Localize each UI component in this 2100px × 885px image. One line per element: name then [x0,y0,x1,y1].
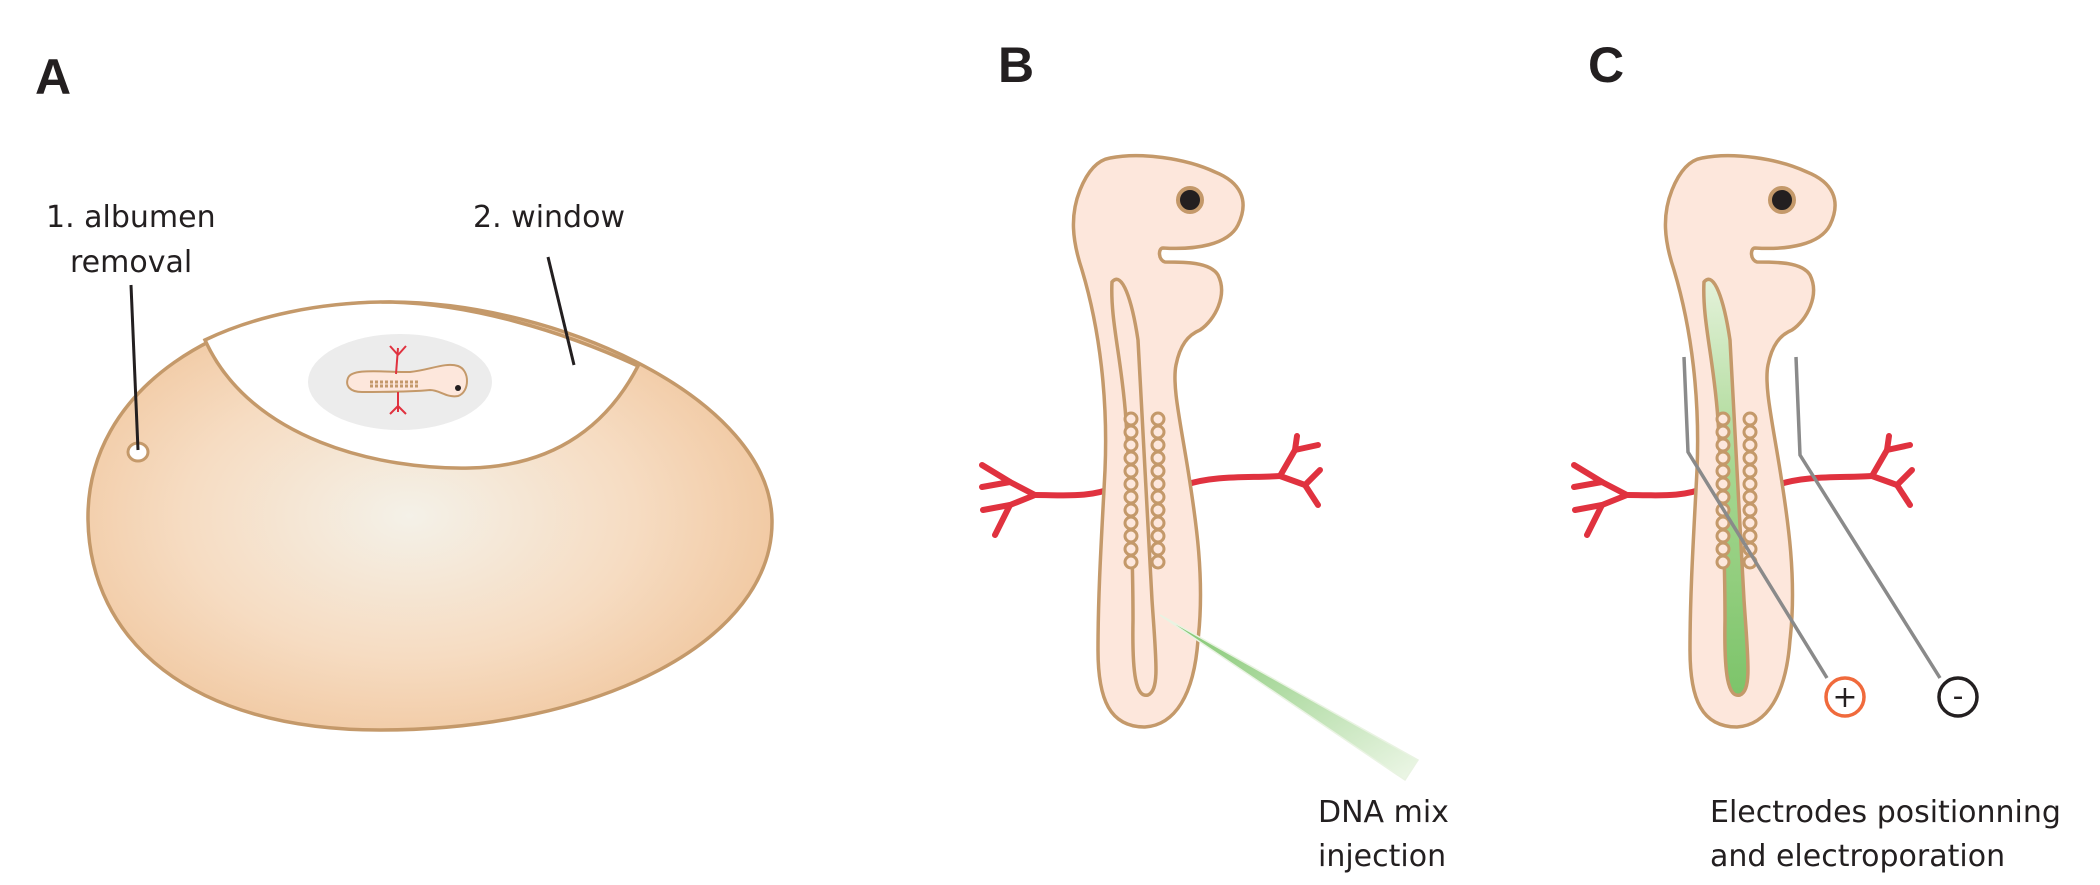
panel-b-letter: B [998,37,1034,93]
window-label: 2. window [473,200,625,235]
albumen-leader-line [129,284,140,451]
electroporation-caption-line1: Electrodes positionning [1710,795,2061,830]
injection-caption-line1: DNA mix [1318,795,1449,830]
electroporation-caption-line2: and electroporation [1710,839,2005,874]
embryo-eye [1176,186,1204,214]
panel-c: C [1571,37,2061,874]
panel-c-letter: C [1588,37,1624,93]
injection-needle [1159,614,1420,782]
panel-a: A 1. albumen removal 2. window [35,49,774,732]
cathode-electrode-wire [1794,356,1942,679]
panel-b: B [979,37,1449,874]
vitelline-vessel-left [979,462,1118,538]
panel-a-letter: A [35,49,71,105]
mini-embryo [346,345,468,415]
embryo-eye-c [1768,186,1796,214]
albumen-label-line2: removal [70,245,192,280]
vitelline-vessel-left-c [1571,462,1710,538]
window-leader-line [546,256,576,366]
vitelline-vessel-right-c [1774,433,1915,508]
anode-electrode-wire [1682,356,1829,679]
cathode-terminal: - [1937,676,1979,718]
anode-terminal: + [1824,676,1866,718]
injection-caption-line2: injection [1318,839,1446,874]
vitelline-vessel-right [1182,433,1323,508]
anode-plus-icon: + [1832,680,1857,715]
albumen-label-line1: 1. albumen [46,200,216,235]
cathode-minus-icon: - [1953,679,1964,714]
